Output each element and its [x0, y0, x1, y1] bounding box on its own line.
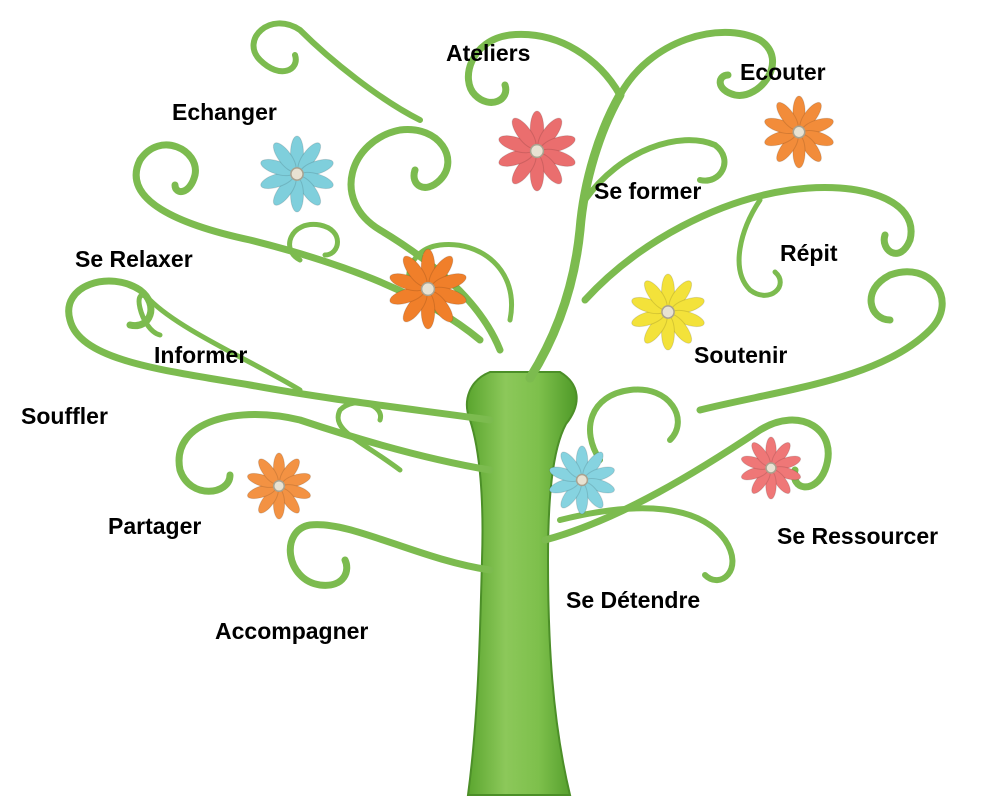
flower-center — [272, 479, 286, 493]
label-souffler: Souffler — [21, 403, 108, 429]
label-accompagner: Accompagner — [215, 618, 369, 644]
branch-informer — [136, 292, 303, 393]
label-se-ressourcer: Se Ressourcer — [777, 523, 939, 549]
flower-orange-top-right — [764, 95, 834, 169]
branch-ateliers — [464, 30, 624, 106]
flower-orange-center — [389, 248, 467, 330]
flower-center — [529, 143, 545, 159]
label-informer: Informer — [154, 342, 248, 368]
branch-se-detendre — [557, 505, 736, 583]
flower-center — [765, 462, 777, 474]
label-soutenir: Soutenir — [694, 342, 788, 368]
flower-center — [792, 125, 806, 139]
flower-orange-lower-left — [247, 452, 311, 520]
label-ateliers: Ateliers — [446, 40, 531, 66]
branch-repit-small — [736, 197, 783, 298]
label-partager: Partager — [108, 513, 202, 539]
branch-accompagner — [286, 521, 494, 589]
branch-partager — [175, 411, 494, 495]
branch-se-relaxer — [132, 141, 484, 344]
branch-inner-curl — [287, 221, 340, 263]
flower-center — [290, 167, 304, 181]
label-ecouter: Ecouter — [740, 59, 826, 85]
branch-repit — [581, 184, 915, 304]
branch-main-stem — [525, 90, 625, 383]
branch-partager-curl — [335, 400, 403, 473]
label-se-relaxer: Se Relaxer — [75, 246, 193, 272]
label-se-former: Se former — [594, 178, 702, 204]
tree-trunk — [465, 371, 578, 796]
label-se-detendre: Se Détendre — [566, 587, 701, 613]
branch-top-left-curl — [250, 20, 423, 123]
flower-center — [575, 473, 589, 487]
branch-right-lower-curl — [587, 386, 681, 463]
flower-center — [420, 281, 436, 297]
label-echanger: Echanger — [172, 99, 277, 125]
label-repit: Répit — [780, 240, 838, 266]
flower-yellow — [631, 273, 705, 351]
branch-soutenir — [696, 268, 946, 414]
flower-red-top — [498, 110, 576, 192]
branch-ecouter — [616, 29, 776, 99]
flower-blue-left — [260, 135, 334, 213]
flower-blue-lower — [549, 445, 615, 515]
flower-center — [661, 305, 675, 319]
flower-red-lower-right — [740, 436, 802, 500]
branch-se-former — [582, 137, 728, 203]
